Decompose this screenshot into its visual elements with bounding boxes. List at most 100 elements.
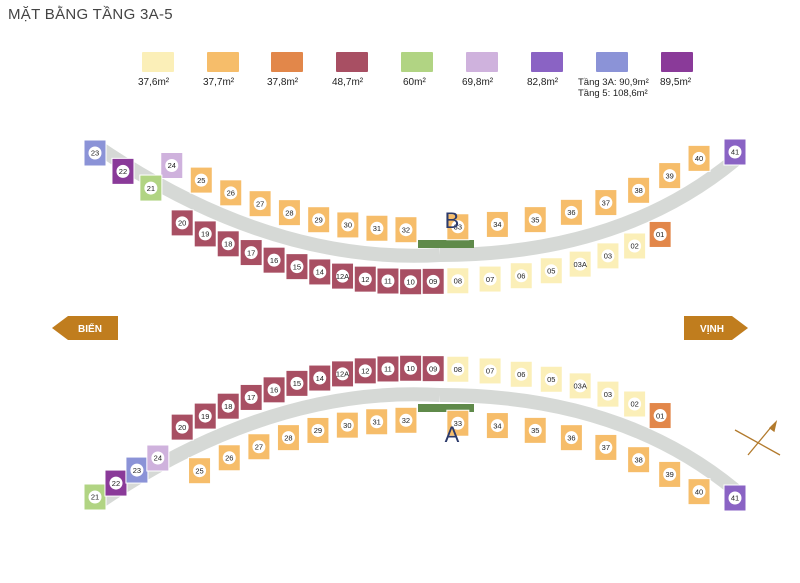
unit-number: 06 bbox=[517, 271, 525, 280]
unit-badge bbox=[564, 205, 578, 219]
unit-number: 20 bbox=[178, 219, 186, 228]
unit-badge bbox=[599, 440, 613, 454]
unit-number: 01 bbox=[656, 230, 664, 239]
unit-badge bbox=[544, 372, 558, 386]
unit-badge bbox=[573, 379, 587, 393]
unit-number: 12 bbox=[361, 367, 369, 376]
unit-badge bbox=[312, 213, 326, 227]
unit-number: 03 bbox=[604, 390, 612, 399]
building-a-label: A bbox=[445, 422, 460, 447]
unit-badge bbox=[313, 265, 327, 279]
unit-badge bbox=[399, 413, 413, 427]
unit-badge bbox=[290, 260, 304, 274]
unit-number: 31 bbox=[373, 224, 381, 233]
b-unit-24: 24 bbox=[160, 152, 184, 180]
legend-label-7: 82,8m² bbox=[527, 77, 559, 88]
unit-badge bbox=[88, 490, 102, 504]
unit-badge bbox=[451, 274, 465, 288]
unit-badge bbox=[692, 151, 706, 165]
building-b-label: B bbox=[445, 208, 460, 233]
unit-number: 28 bbox=[284, 433, 292, 442]
a-unit-33: 33 bbox=[446, 409, 470, 437]
a-unit-20: 20 bbox=[170, 413, 194, 441]
unit-number: 34 bbox=[493, 220, 501, 229]
a-unit-11: 11 bbox=[376, 355, 400, 383]
legend-label-8b: Tầng 5: 108,6m² bbox=[578, 88, 648, 99]
b-unit-18: 18 bbox=[216, 230, 240, 258]
unit-number: 24 bbox=[154, 454, 162, 463]
unit-badge bbox=[663, 169, 677, 183]
unit-number: 19 bbox=[201, 412, 209, 421]
unit-badge bbox=[490, 419, 504, 433]
a-unit-19: 19 bbox=[193, 402, 217, 430]
unit-badge bbox=[340, 418, 354, 432]
unit-badge bbox=[663, 467, 677, 481]
legend-label-3: 37,8m² bbox=[267, 77, 299, 88]
unit-badge bbox=[451, 220, 465, 234]
a-unit-31: 31 bbox=[365, 408, 389, 436]
unit-number: 33 bbox=[454, 419, 462, 428]
legend-swatch-5 bbox=[401, 52, 433, 72]
unit-badge bbox=[728, 491, 742, 505]
unit-badge bbox=[116, 164, 130, 178]
unit-badge bbox=[404, 361, 418, 375]
a-unit-03: 03 bbox=[596, 380, 620, 408]
b-unit-05: 05 bbox=[539, 257, 563, 285]
unit-number: 21 bbox=[91, 493, 99, 502]
a-unit-17: 17 bbox=[239, 383, 263, 411]
unit-number: 25 bbox=[197, 176, 205, 185]
unit-number: 32 bbox=[402, 225, 410, 234]
b-unit-39: 39 bbox=[658, 162, 682, 190]
unit-number: 28 bbox=[285, 208, 293, 217]
unit-number: 36 bbox=[567, 433, 575, 442]
unit-badge bbox=[370, 221, 384, 235]
corridor-a-right bbox=[439, 388, 740, 496]
unit-badge bbox=[194, 173, 208, 187]
unit-badge bbox=[358, 364, 372, 378]
unit-number: 02 bbox=[630, 242, 638, 251]
unit-number: 41 bbox=[731, 148, 739, 157]
unit-number: 37 bbox=[602, 198, 610, 207]
a-unit-34: 34 bbox=[485, 412, 509, 440]
unit-badge bbox=[281, 431, 295, 445]
a-unit-12A: 12A bbox=[331, 360, 355, 388]
unit-badge bbox=[514, 367, 528, 381]
unit-number: 40 bbox=[695, 487, 703, 496]
a-unit-07: 07 bbox=[478, 357, 502, 385]
unit-badge bbox=[336, 367, 350, 381]
unit-number: 20 bbox=[178, 423, 186, 432]
legend-label-1: 37,6m² bbox=[138, 77, 170, 88]
legend-swatch-9 bbox=[661, 52, 693, 72]
unit-number: 12 bbox=[361, 275, 369, 284]
unit-number: 26 bbox=[225, 453, 233, 462]
b-unit-16: 16 bbox=[262, 246, 286, 274]
unit-number: 17 bbox=[247, 393, 255, 402]
unit-badge bbox=[341, 218, 355, 232]
unit-number: 34 bbox=[493, 421, 501, 430]
unit-badge bbox=[426, 362, 440, 376]
b-unit-40: 40 bbox=[687, 144, 711, 172]
b-unit-03A: 03A bbox=[568, 250, 592, 278]
corridor-b-right bbox=[439, 154, 740, 262]
legend-swatch-3 bbox=[271, 52, 303, 72]
unit-number: 23 bbox=[133, 466, 141, 475]
b-unit-31: 31 bbox=[365, 214, 389, 242]
unit-number: 22 bbox=[119, 167, 127, 176]
unit-badge bbox=[224, 186, 238, 200]
unit-number: 14 bbox=[316, 268, 324, 277]
unit-number: 10 bbox=[406, 364, 414, 373]
legend-swatch-6 bbox=[466, 52, 498, 72]
unit-badge bbox=[599, 196, 613, 210]
legend: 37,6m² 37,7m² 37,8m² 48,7m² 60m² 69,8m² … bbox=[0, 0, 800, 110]
unit-number: 09 bbox=[429, 364, 437, 373]
legend-swatch-2 bbox=[207, 52, 239, 72]
compass-icon bbox=[734, 419, 781, 456]
unit-number: 08 bbox=[454, 276, 462, 285]
b-unit-03: 03 bbox=[596, 242, 620, 270]
a-unit-01: 01 bbox=[648, 402, 672, 430]
unit-number: 08 bbox=[454, 365, 462, 374]
b-unit-08: 08 bbox=[446, 267, 470, 295]
unit-number: 36 bbox=[567, 208, 575, 217]
unit-number: 22 bbox=[112, 479, 120, 488]
